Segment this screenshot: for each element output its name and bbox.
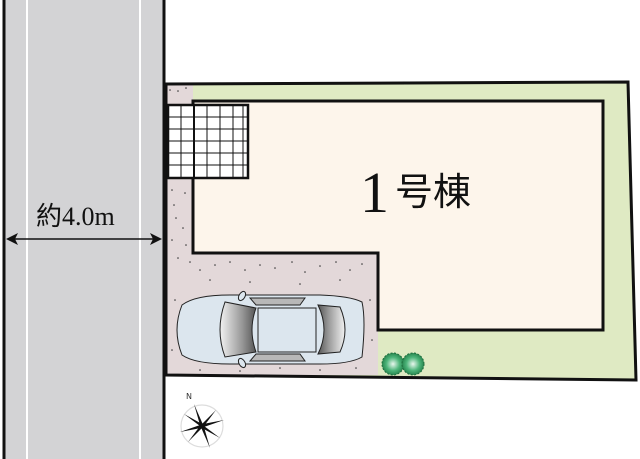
parked-car-icon <box>176 290 365 369</box>
compass-rose-icon <box>180 404 224 448</box>
building-1 <box>191 99 605 332</box>
shrubs <box>381 352 425 376</box>
building-suffix: 号棟 <box>395 172 472 214</box>
tree-icon <box>401 352 425 376</box>
building-number: 1 <box>360 160 389 225</box>
gravel-dots <box>169 87 373 372</box>
north-label: N <box>186 392 192 401</box>
road-width-label: 約4.0m <box>36 202 115 231</box>
road-width-dimension-arrow <box>6 233 162 245</box>
lot-boundary <box>164 80 638 382</box>
road <box>2 0 166 459</box>
tree-icon <box>381 352 405 376</box>
tiled-porch <box>166 103 250 180</box>
